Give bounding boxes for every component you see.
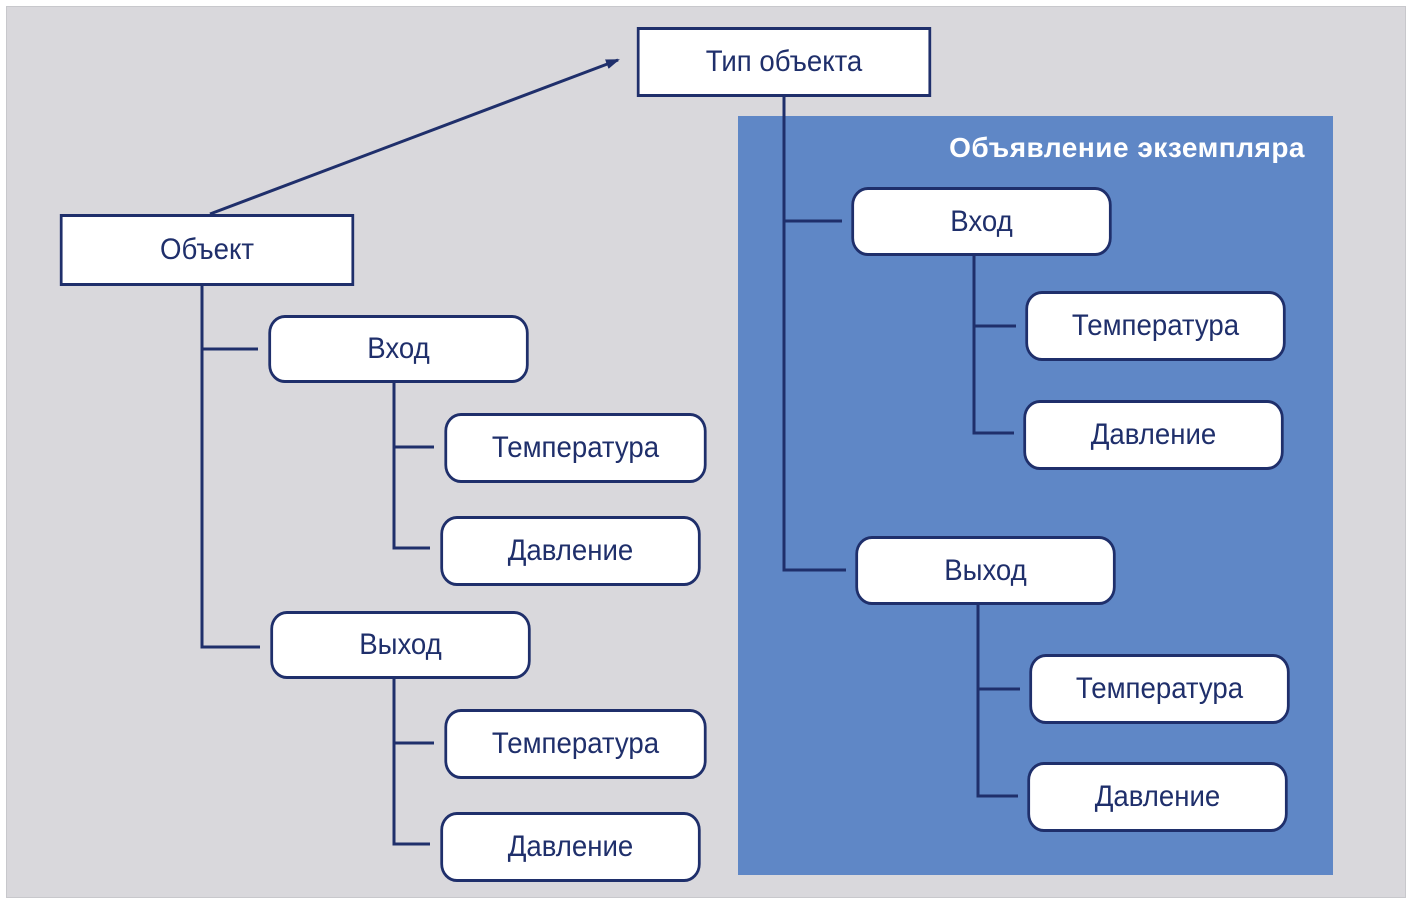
object-tree-trunk (200, 286, 260, 649)
instance-output-pressure-node: Давление (1027, 762, 1288, 832)
object-input-pressure-label: Давление (507, 534, 634, 567)
instance-input-temperature-node: Температура (1025, 291, 1286, 361)
instance-output-pressure-label: Давление (1094, 780, 1221, 813)
object-output-pressure-node: Давление (440, 812, 701, 882)
object-label: Объект (159, 233, 254, 266)
instance-input-temperature-label: Температура (1071, 309, 1240, 342)
object-type-node: Тип объекта (636, 27, 932, 97)
instance-input-trunk (972, 256, 1014, 435)
instance-output-node: Выход (855, 536, 1116, 605)
type-tree-trunk (782, 97, 846, 572)
object-output-trunk (392, 679, 430, 846)
instance-input-pressure-node: Давление (1023, 400, 1284, 470)
object-output-node: Выход (270, 611, 531, 679)
object-output-label: Выход (359, 628, 442, 661)
object-type-label: Тип объекта (705, 45, 863, 78)
instance-panel-title: Объявление экземпляра (949, 132, 1305, 163)
object-input-temperature-label: Температура (491, 431, 660, 464)
instance-output-temperature-node: Температура (1029, 654, 1290, 724)
object-output-temperature-label: Температура (491, 727, 660, 760)
instance-output-temperature-label: Температура (1075, 672, 1244, 705)
object-input-pressure-node: Давление (440, 516, 701, 586)
instance-input-pressure-label: Давление (1090, 418, 1217, 451)
object-output-pressure-label: Давление (507, 830, 634, 863)
object-input-node: Вход (268, 315, 529, 383)
object-node: Объект (59, 214, 355, 286)
instance-of-arrow (209, 58, 620, 216)
object-input-trunk (392, 383, 430, 550)
instance-output-label: Выход (944, 553, 1027, 587)
object-output-temperature-node: Температура (444, 709, 707, 779)
object-input-label: Вход (367, 332, 430, 365)
instance-input-node: Вход (851, 187, 1112, 256)
object-input-temperature-node: Температура (444, 413, 707, 483)
instance-output-trunk (976, 605, 1018, 798)
instance-input-label: Вход (950, 204, 1013, 238)
